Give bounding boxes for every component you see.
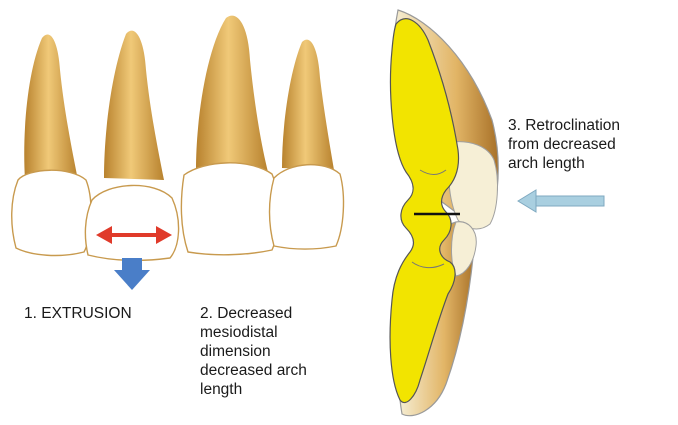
label-mesiodistal-line: decreased arch [200,361,307,380]
label-mesiodistal-line: mesiodistal [200,323,307,342]
label-retroclination-line: from decreased [508,135,620,154]
label-retroclination: 3. Retroclination from decreased arch le… [508,116,620,173]
label-mesiodistal-line: 2. Decreased [200,304,307,323]
retroclination-arrow [518,190,604,212]
label-mesiodistal-line: dimension [200,342,307,361]
label-mesiodistal: 2. Decreased mesiodistal dimension decre… [200,304,307,399]
tooth-central-right [181,16,278,255]
label-retroclination-line: arch length [508,154,620,173]
label-mesiodistal-line: length [200,380,307,399]
tooth-central-extruded [85,31,178,261]
extrusion-arrow [114,258,150,290]
tooth-lateral-left [12,35,91,256]
tooth-lateral-right [270,40,344,249]
label-extrusion: 1. EXTRUSION [24,304,132,323]
label-retroclination-line: 3. Retroclination [508,116,620,135]
